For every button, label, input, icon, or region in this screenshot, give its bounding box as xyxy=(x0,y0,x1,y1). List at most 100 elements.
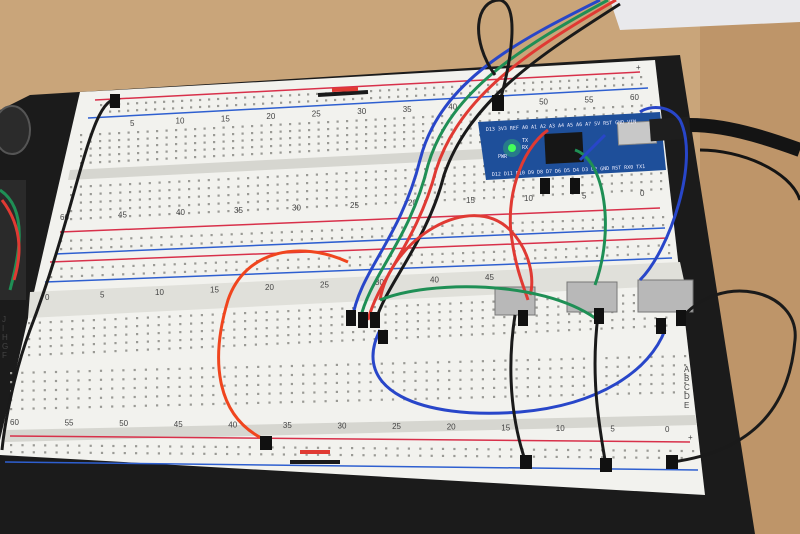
hole xyxy=(365,203,368,206)
hole xyxy=(346,148,349,151)
hole xyxy=(256,208,259,211)
hole xyxy=(163,271,166,274)
hole xyxy=(384,170,387,173)
hole xyxy=(227,186,230,189)
bot-nums-label: 35 xyxy=(283,421,292,430)
hole xyxy=(348,264,351,267)
hole xyxy=(146,316,149,319)
hole xyxy=(522,195,525,198)
hole xyxy=(515,368,518,371)
hole xyxy=(170,243,173,246)
hole xyxy=(142,264,145,267)
hole xyxy=(365,119,368,122)
hole xyxy=(622,83,625,87)
hole xyxy=(150,236,153,239)
hole xyxy=(99,378,103,381)
hole xyxy=(443,167,446,170)
hole xyxy=(286,175,289,178)
hole xyxy=(122,396,125,399)
hole xyxy=(403,124,406,127)
hole xyxy=(181,99,184,102)
hole xyxy=(493,395,496,398)
hole xyxy=(493,368,496,371)
hole xyxy=(38,353,41,356)
hole xyxy=(123,445,126,448)
hole xyxy=(433,191,436,194)
hole xyxy=(212,384,215,388)
hole xyxy=(313,400,316,403)
hole xyxy=(361,97,364,100)
hole xyxy=(336,134,339,137)
top-rail-red-line xyxy=(94,71,641,101)
hole xyxy=(384,139,387,142)
hole xyxy=(632,318,635,321)
hole xyxy=(414,168,417,171)
hole xyxy=(99,154,102,157)
hole xyxy=(276,342,279,345)
hole xyxy=(268,401,271,404)
hole xyxy=(351,447,354,450)
hole xyxy=(604,77,607,81)
hole xyxy=(601,456,604,459)
hole xyxy=(557,329,560,332)
hole xyxy=(316,453,320,456)
hole xyxy=(168,189,171,192)
hole xyxy=(492,332,495,335)
hole xyxy=(544,248,547,251)
bot-nums-label: 60 xyxy=(10,418,19,427)
hole xyxy=(79,185,82,188)
hole xyxy=(637,245,640,248)
hole xyxy=(498,455,501,458)
hole xyxy=(336,120,339,123)
hole xyxy=(158,189,161,192)
hole xyxy=(441,143,444,146)
hole xyxy=(535,298,538,301)
hole xyxy=(109,216,112,219)
hole xyxy=(227,178,230,181)
top-nums-label: 50 xyxy=(539,98,548,107)
hole xyxy=(650,111,653,114)
hole xyxy=(145,101,148,104)
plug-4 xyxy=(378,330,388,344)
hole xyxy=(507,111,510,114)
hole xyxy=(347,363,350,366)
hole xyxy=(100,444,104,447)
hole xyxy=(279,151,282,154)
mid-rail-red-line xyxy=(59,207,661,233)
regulator-3 xyxy=(637,279,694,313)
hole xyxy=(71,352,74,355)
hole xyxy=(441,252,444,255)
hole xyxy=(146,158,149,161)
hole xyxy=(347,399,350,402)
hole xyxy=(660,188,663,191)
hole xyxy=(571,176,574,179)
hole xyxy=(384,146,387,149)
hole xyxy=(419,454,422,457)
hole xyxy=(10,444,13,447)
hole xyxy=(108,146,111,149)
hole xyxy=(438,335,441,338)
hole xyxy=(574,115,577,118)
hole xyxy=(542,194,545,197)
hole xyxy=(443,199,446,202)
hole xyxy=(71,328,74,331)
hole xyxy=(256,192,259,195)
hole xyxy=(503,316,506,319)
hole xyxy=(346,134,349,137)
hole xyxy=(384,305,387,308)
hole xyxy=(138,214,141,217)
hole xyxy=(237,193,240,196)
hole xyxy=(245,384,249,387)
hole xyxy=(66,444,69,447)
hole xyxy=(306,174,309,177)
hole xyxy=(208,105,211,108)
hole xyxy=(244,320,247,323)
hole xyxy=(306,182,309,185)
hole xyxy=(451,252,454,255)
hole xyxy=(546,330,549,333)
arduino-nano: D13 3V3 REF A0 A1 A2 A3 A4 A5 A6 A7 5V R… xyxy=(478,112,666,180)
hole xyxy=(32,380,35,383)
hole xyxy=(541,228,544,231)
hole xyxy=(178,376,181,379)
hole xyxy=(591,218,594,221)
